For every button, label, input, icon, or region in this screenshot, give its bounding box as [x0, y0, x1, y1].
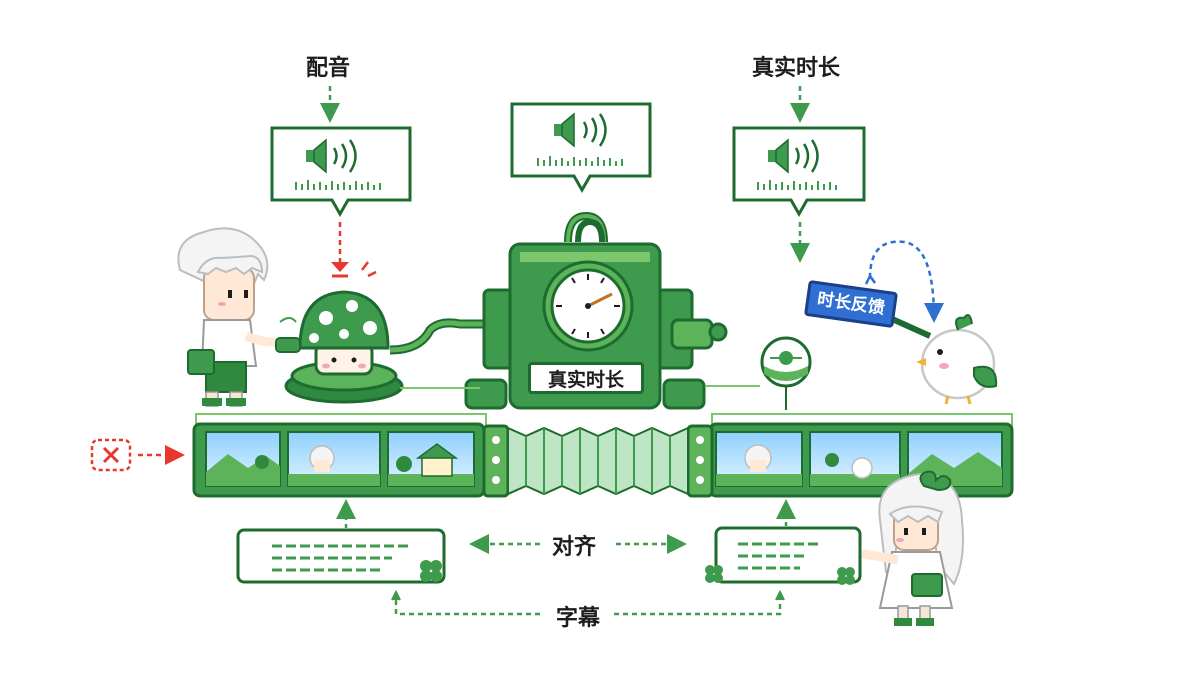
trigger-arrowhead [331, 262, 349, 272]
label-subtitles: 字幕 [556, 606, 601, 631]
sign-pole [888, 315, 932, 339]
spark-icon [361, 261, 377, 278]
clover-icon [420, 560, 442, 582]
clock-plate-label: 真实时长 [528, 362, 644, 394]
film-strip-icon [192, 413, 1014, 498]
film-frame [287, 431, 381, 487]
label-real-duration: 真实时长 [752, 56, 841, 81]
speaker-icon [554, 112, 607, 148]
film-frame [809, 431, 901, 487]
boy-character [177, 227, 301, 407]
clover-icon [705, 565, 855, 585]
waveform-icon [537, 156, 623, 166]
label-align: 对齐 [552, 535, 597, 560]
film-frame [715, 431, 803, 487]
film-frame [205, 431, 281, 487]
subtitle-bracket-left [394, 600, 542, 616]
film-frame [387, 431, 475, 487]
speaker-icon [768, 138, 819, 174]
clock-icon [542, 260, 634, 352]
mushroom-button-icon [284, 290, 404, 404]
waveform-icon [295, 180, 381, 190]
label-dubbing: 配音 [306, 56, 351, 81]
speaker-icon [306, 138, 357, 174]
sensor-icon [760, 336, 812, 410]
cross-icon [90, 438, 132, 472]
audio-bubble-center [510, 102, 652, 194]
subtitle-box-right [705, 526, 862, 585]
bird-character [916, 314, 998, 405]
girl-character [861, 470, 964, 626]
waveform-icon [757, 180, 837, 190]
audio-bubble-real-duration [732, 126, 866, 218]
subtitle-box-left [236, 528, 446, 584]
audio-bubble-dubbing [270, 126, 412, 218]
feedback-arrow [868, 240, 944, 323]
subtitle-bracket-right [614, 600, 782, 616]
